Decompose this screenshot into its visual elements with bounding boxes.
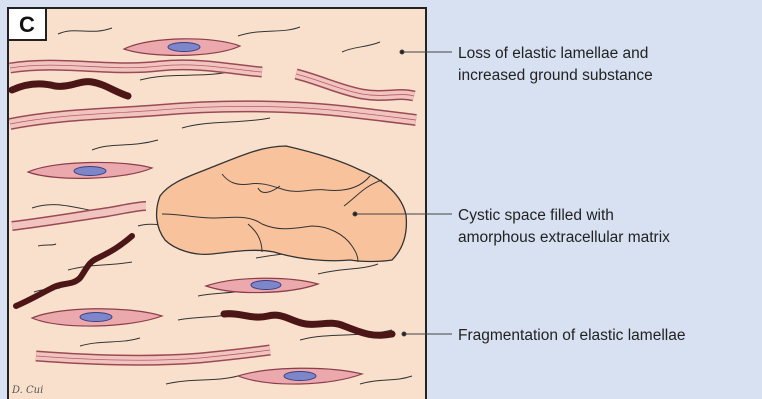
panel-letter: C	[19, 12, 35, 37]
callout-label-cystic-space: Cystic space filled with amorphous extra…	[458, 207, 670, 246]
callout-labels: Loss of elastic lamellae and increased g…	[458, 45, 685, 344]
artist-signature: D. Cui	[11, 385, 43, 396]
callout-label-loss-elastic: Loss of elastic lamellae and increased g…	[458, 45, 653, 84]
callout-label-fragmentation: Fragmentation of elastic lamellae	[458, 327, 685, 344]
panel-letter-box: C	[8, 8, 46, 40]
